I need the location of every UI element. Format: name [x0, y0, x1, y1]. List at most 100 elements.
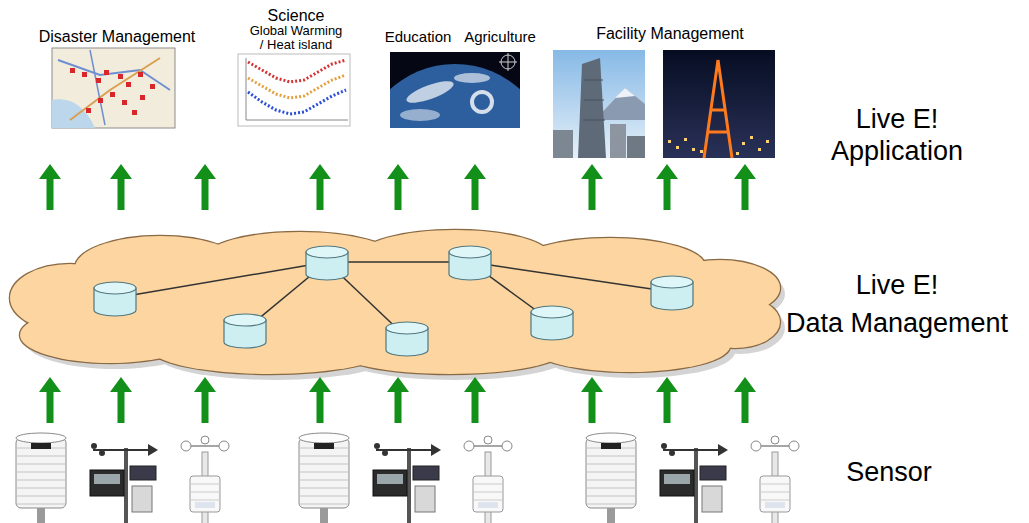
layer-label: Live E! Data Management: [786, 266, 1008, 342]
city-day-picture: [578, 58, 606, 158]
application-heading: Education: [385, 28, 452, 45]
up-arrow: [309, 164, 331, 210]
city-night-picture: [700, 150, 703, 153]
application-picture: EducationAgriculture: [376, 22, 550, 130]
up-arrow: [387, 377, 409, 423]
application-subheading: Global Warming / Heat island: [247, 24, 345, 52]
up-arrow: [39, 377, 61, 423]
weather-sensor: [299, 433, 512, 523]
hazard-map-picture: [82, 72, 87, 77]
hazard-map-picture: [90, 50, 105, 125]
up-arrow: [581, 164, 603, 210]
city-night-picture: [692, 148, 695, 151]
hazard-map-picture: [138, 72, 143, 77]
up-arrow: [734, 164, 756, 210]
hazard-map-picture: [52, 48, 175, 128]
hazard-map-picture: [52, 99, 95, 128]
up-arrow: [39, 377, 756, 423]
up-arrow: [464, 164, 486, 210]
hazard-map-picture: [122, 100, 127, 105]
city-day-picture: [583, 120, 605, 121]
hazard-map-picture: [86, 108, 91, 113]
network-link: [115, 262, 327, 298]
city-night-picture: [668, 136, 769, 155]
network-link: [470, 262, 672, 292]
city-day-picture: [615, 88, 635, 98]
hazard-map-picture: [110, 92, 115, 97]
earth-picture: [390, 64, 520, 128]
application-heading: Disaster Management: [39, 28, 196, 46]
earth-picture: [359, 52, 551, 256]
city-night-picture: [766, 140, 769, 143]
database-cylinder: [531, 306, 573, 340]
data-cloud: [10, 230, 780, 374]
temperature-chart-picture: [246, 58, 247, 120]
layer-label: Sensor: [846, 456, 932, 488]
hazard-map-picture: [70, 68, 75, 73]
hazard-map-picture: [70, 58, 160, 120]
up-arrow: [194, 377, 216, 423]
city-day-picture: [553, 50, 645, 158]
city-night-picture: [750, 136, 753, 139]
database-cylinder: [651, 276, 693, 310]
database-cylinder: [94, 282, 136, 316]
up-arrow: [110, 164, 132, 210]
earth-picture: [454, 73, 490, 83]
hazard-map-picture: [52, 48, 175, 128]
application-picture: Disaster Management: [20, 22, 220, 130]
hazard-map-picture: [58, 60, 170, 90]
city-day-picture: [553, 130, 573, 158]
earth-picture: [472, 92, 492, 112]
database-cylinder: [94, 246, 693, 356]
city-night-picture: [663, 50, 775, 158]
database-cylinder: [306, 246, 348, 280]
up-arrow: [39, 164, 61, 210]
up-arrow: [309, 377, 331, 423]
database-cylinder: [224, 314, 266, 348]
hazard-map-picture: [104, 70, 109, 75]
hazard-map-picture: [96, 78, 101, 83]
city-day-picture: [610, 124, 626, 158]
up-arrow: [656, 377, 678, 423]
up-arrow: [464, 377, 486, 423]
city-night-picture: [742, 142, 745, 145]
up-arrow: [734, 377, 756, 423]
data-cloud: [10, 230, 780, 374]
database-cylinder: [449, 246, 491, 280]
hazard-map-picture: [126, 82, 131, 87]
up-arrow: [581, 377, 603, 423]
city-night-picture: [684, 138, 687, 141]
layer-label: Live E! Application: [831, 103, 963, 167]
hazard-map-picture: [140, 95, 145, 100]
hazard-map-picture: [118, 74, 123, 79]
city-day-picture: [553, 50, 645, 158]
weather-sensor: [586, 433, 799, 523]
application-picture: ScienceGlobal Warming / Heat island: [226, 4, 362, 128]
city-night-picture: [736, 152, 739, 155]
data-cloud: [10, 230, 785, 380]
earth-picture: [390, 64, 520, 128]
database-cylinder: [386, 322, 428, 356]
city-night-picture: [676, 146, 679, 149]
earth-picture: [508, 53, 509, 71]
city-night-picture: [758, 148, 761, 151]
application-heading: Science: [268, 7, 325, 25]
temperature-chart-picture: [238, 54, 350, 126]
up-arrow: [39, 164, 756, 210]
hazard-map-picture: [98, 98, 103, 103]
hazard-map-picture: [132, 110, 137, 115]
city-night-picture: [663, 50, 775, 158]
city-day-picture: [627, 136, 645, 158]
up-arrow: [387, 164, 409, 210]
earth-picture: [400, 109, 440, 121]
up-arrow: [194, 164, 216, 210]
weather-sensor: [16, 433, 799, 523]
weather-sensor: [16, 433, 229, 523]
city-night-picture: [668, 140, 671, 143]
temperature-chart-picture: [238, 54, 350, 126]
temperature-chart-picture: [248, 90, 346, 114]
temperature-chart-picture: [246, 120, 348, 121]
